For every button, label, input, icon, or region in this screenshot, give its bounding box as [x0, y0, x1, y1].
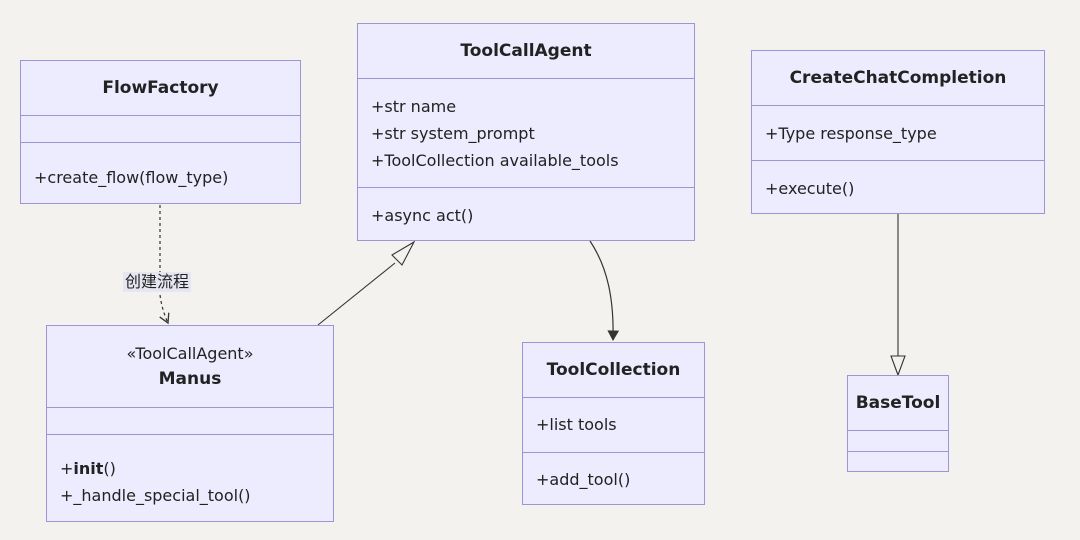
- class-header: «ToolCallAgent» Manus: [47, 326, 333, 408]
- attribute-section: [848, 431, 948, 452]
- attribute-line: +ToolCollection available_tools: [371, 151, 619, 170]
- class-name: FlowFactory: [102, 78, 219, 98]
- attribute-line: +Type response_type: [765, 124, 937, 143]
- association-edge-toolcallagent-toolcollection: [589, 240, 620, 342]
- attribute-line: +str system_prompt: [371, 124, 535, 143]
- method-suffix: (): [103, 459, 116, 478]
- attribute-section: +Type response_type: [752, 106, 1044, 161]
- method-line: +async act(): [371, 206, 474, 225]
- inheritance-triangle-basetool-icon: [890, 355, 906, 377]
- attribute-line: +str name: [371, 97, 457, 116]
- class-createchatcompletion[interactable]: CreateChatCompletion +Type response_type…: [751, 50, 1045, 214]
- attribute-section: +list tools: [523, 398, 704, 453]
- class-header: CreateChatCompletion: [752, 51, 1044, 106]
- class-header: FlowFactory: [21, 61, 300, 116]
- method-line-handle: +_handle_special_tool(): [60, 486, 251, 505]
- class-toolcallagent[interactable]: ToolCallAgent +str name +str system_prom…: [357, 23, 695, 241]
- class-name: BaseTool: [855, 393, 941, 413]
- class-name: ToolCollection: [546, 360, 681, 380]
- class-header: BaseTool: [848, 376, 948, 431]
- inheritance-edge-manus-toolcallagent: [317, 262, 396, 326]
- inheritance-triangle-icon: [391, 240, 416, 266]
- method-section: [848, 452, 948, 471]
- attribute-section: [47, 408, 333, 435]
- class-flowfactory[interactable]: FlowFactory +create_flow(flow_type): [20, 60, 301, 204]
- method-line-init: +init(): [60, 455, 333, 482]
- class-name: Manus: [158, 369, 222, 389]
- method-name-bold: init: [73, 459, 104, 478]
- method-prefix: +: [60, 459, 74, 478]
- attribute-line: +list tools: [536, 415, 617, 434]
- class-name: CreateChatCompletion: [789, 68, 1007, 88]
- class-name: ToolCallAgent: [460, 41, 592, 61]
- class-manus[interactable]: «ToolCallAgent» Manus +init() +_handle_s…: [46, 325, 334, 522]
- dependency-edge-flowfactory-manus-lower: [159, 294, 170, 325]
- method-section: +async act(): [358, 188, 694, 229]
- method-line: +create_flow(flow_type): [34, 168, 229, 187]
- method-section: +init() +_handle_special_tool(): [47, 435, 333, 509]
- method-section: +create_flow(flow_type): [21, 143, 300, 191]
- method-section: +execute(): [752, 161, 1044, 202]
- dependency-edge-label: 创建流程: [123, 272, 192, 292]
- class-header: ToolCallAgent: [358, 24, 694, 79]
- class-basetool[interactable]: BaseTool: [847, 375, 949, 472]
- method-line: +add_tool(): [536, 470, 631, 489]
- class-toolcollection[interactable]: ToolCollection +list tools +add_tool(): [522, 342, 705, 505]
- attribute-section: [21, 116, 300, 143]
- method-section: +add_tool(): [523, 453, 704, 493]
- class-stereotype: «ToolCallAgent»: [126, 344, 254, 363]
- method-line: +execute(): [765, 179, 855, 198]
- class-header: ToolCollection: [523, 343, 704, 398]
- attribute-section: +str name +str system_prompt +ToolCollec…: [358, 79, 694, 188]
